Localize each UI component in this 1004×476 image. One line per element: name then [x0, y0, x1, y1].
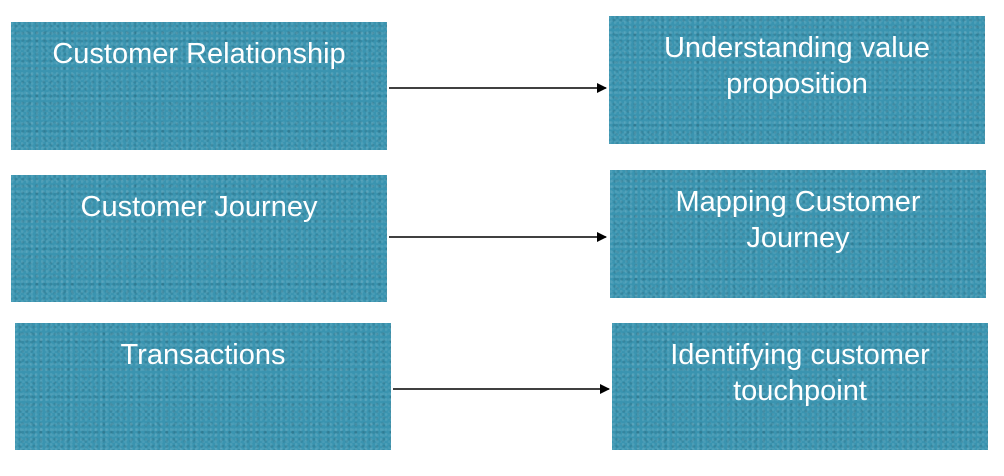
node-mapping-journey-line1: Mapping Customer — [675, 186, 921, 218]
node-understanding-value-line1: Understanding value — [663, 32, 930, 64]
node-customer-journey: Customer Journey — [11, 175, 387, 302]
node-mapping-customer-journey: Mapping Customer Journey — [610, 170, 986, 298]
node-identifying-customer-touchpoint: Identifying customer touchpoint — [612, 323, 988, 450]
node-customer-relationship-label: Customer Relationship — [52, 38, 346, 70]
node-identifying-touchpoint-line1: Identifying customer — [670, 339, 930, 371]
node-transactions: Transactions — [15, 323, 391, 450]
node-understanding-value-line2: proposition — [726, 68, 868, 100]
node-understanding-value-proposition: Understanding value proposition — [609, 16, 985, 144]
node-transactions-label: Transactions — [120, 339, 286, 371]
node-mapping-journey-line2: Journey — [746, 222, 850, 254]
node-identifying-touchpoint-line2: touchpoint — [733, 375, 867, 407]
node-customer-relationship: Customer Relationship — [11, 22, 387, 150]
node-customer-journey-label: Customer Journey — [80, 191, 318, 223]
